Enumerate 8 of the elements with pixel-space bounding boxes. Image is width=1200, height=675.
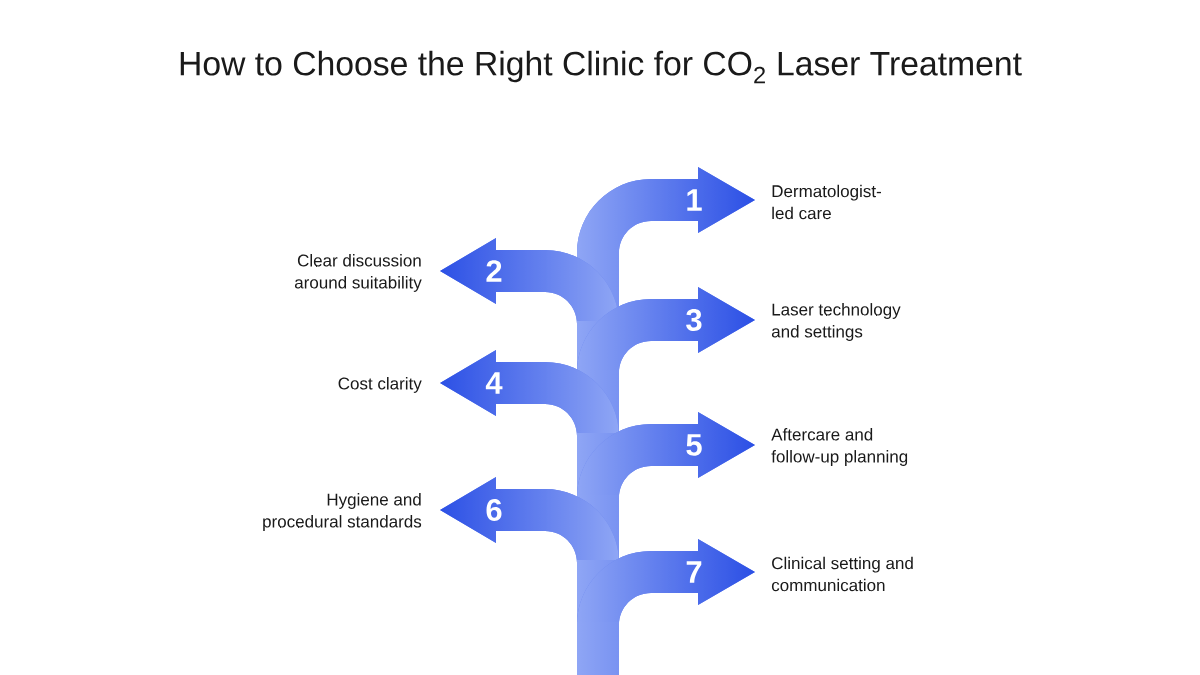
item-text: Dermatologist- led care <box>772 184 881 220</box>
title: How to Choose the Right Clinic for CO$_{2}$ Laser Treatment <box>180 50 1022 84</box>
item-text: Laser technology and settings <box>771 303 901 341</box>
item-text: Hygiene and procedural standards <box>263 493 422 531</box>
item-text: Aftercare and follow-up planning <box>771 428 908 466</box>
item-text: Clear discussion around suitability <box>294 254 422 292</box>
item-text: Clinical setting and communication <box>771 556 913 592</box>
item-text: Cost clarity <box>338 377 422 393</box>
